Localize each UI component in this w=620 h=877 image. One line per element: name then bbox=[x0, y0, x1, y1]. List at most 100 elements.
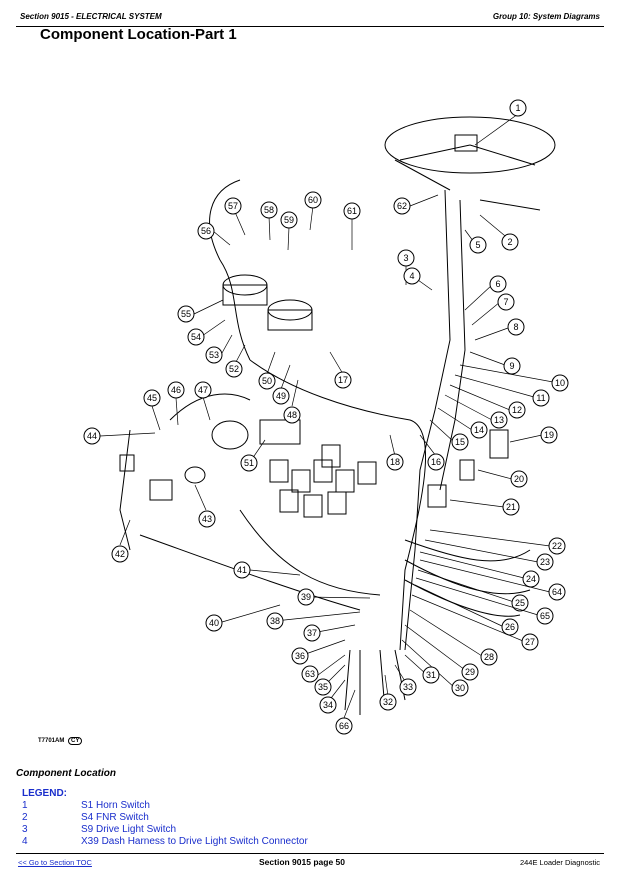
callout-1-label: 1 bbox=[515, 103, 520, 113]
callout-43 bbox=[198, 510, 216, 528]
callout-8 bbox=[507, 318, 525, 336]
callout-31 bbox=[422, 666, 440, 684]
callout-34-label: 34 bbox=[323, 700, 333, 710]
callout-11-label: 11 bbox=[536, 393, 545, 403]
legend-num: 4 bbox=[22, 836, 28, 847]
legend-text: S1 Horn Switch bbox=[81, 800, 150, 811]
callout-32-label: 32 bbox=[383, 697, 393, 707]
callout-13-label: 13 bbox=[494, 415, 504, 425]
callout-29-label: 29 bbox=[465, 667, 475, 677]
legend-text: S9 Drive Light Switch bbox=[81, 824, 177, 835]
callout-6-label: 6 bbox=[495, 279, 500, 289]
section-heading: Component Location bbox=[16, 768, 116, 779]
callout-1 bbox=[509, 99, 527, 117]
callout-54 bbox=[187, 328, 205, 346]
steering-wheel bbox=[384, 116, 556, 174]
callout-31-label: 31 bbox=[426, 670, 436, 680]
callout-37 bbox=[303, 624, 321, 642]
callout-36-label: 36 bbox=[295, 651, 305, 661]
wiring-diagram: 1 2 3 4 5 6 7 8 9 10 11 12 13 14 15 16 1… bbox=[83, 99, 569, 735]
callout-46-label: 46 bbox=[171, 385, 181, 395]
callout-60-label: 60 bbox=[308, 195, 318, 205]
callout-23 bbox=[536, 553, 554, 571]
callout-51-label: 51 bbox=[244, 458, 254, 468]
callout-57-label: 57 bbox=[228, 201, 238, 211]
legend-num: 3 bbox=[22, 824, 28, 835]
callout-30 bbox=[451, 679, 469, 697]
callout-40 bbox=[205, 614, 223, 632]
callout-63 bbox=[301, 665, 319, 683]
callout-65 bbox=[536, 607, 554, 625]
callout-52-label: 52 bbox=[229, 364, 239, 374]
callout-12-label: 12 bbox=[512, 405, 522, 415]
callout-50-label: 50 bbox=[262, 376, 272, 386]
legend-num: 2 bbox=[22, 812, 28, 823]
callout-14 bbox=[470, 421, 488, 439]
callout-3 bbox=[397, 249, 415, 267]
page-header: Section 9015 - ELECTRICAL SYSTEM Group 1… bbox=[16, 8, 604, 27]
callout-48 bbox=[283, 406, 301, 424]
callout-50 bbox=[258, 372, 276, 390]
callout-15 bbox=[451, 433, 469, 451]
callout-10 bbox=[551, 374, 569, 392]
callout-19-label: 19 bbox=[544, 430, 554, 440]
callout-56-label: 56 bbox=[201, 226, 211, 236]
callout-33-label: 33 bbox=[403, 682, 413, 692]
figure-badge: CY bbox=[68, 737, 83, 745]
footer-manual-title: 244E Loader Diagnostic bbox=[519, 858, 600, 867]
callout-58 bbox=[260, 201, 278, 219]
callout-58-label: 58 bbox=[264, 205, 274, 215]
callout-33 bbox=[399, 678, 417, 696]
callout-18 bbox=[386, 453, 404, 471]
callout-55 bbox=[177, 305, 195, 323]
callout-51 bbox=[240, 454, 258, 472]
callout-9-label: 9 bbox=[509, 361, 514, 371]
callout-49 bbox=[272, 387, 290, 405]
callout-28 bbox=[480, 648, 498, 666]
callout-21 bbox=[502, 498, 520, 516]
callout-8-label: 8 bbox=[513, 322, 518, 332]
callout-61 bbox=[343, 202, 361, 220]
callout-19 bbox=[540, 426, 558, 444]
callout-40-label: 40 bbox=[209, 618, 219, 628]
callout-62-label: 62 bbox=[397, 201, 407, 211]
legend-text: X39 Dash Harness to Drive Light Switch C… bbox=[81, 836, 308, 847]
header-group: Group 10: System Diagrams bbox=[492, 12, 600, 21]
callout-5 bbox=[469, 236, 487, 254]
figure-id: T7701AM CY bbox=[38, 737, 83, 745]
callout-66 bbox=[335, 717, 353, 735]
callout-26 bbox=[501, 618, 519, 636]
callout-17-label: 17 bbox=[338, 375, 348, 385]
callout-15-label: 15 bbox=[455, 437, 465, 447]
callout-41-label: 41 bbox=[237, 565, 247, 575]
callout-30-label: 30 bbox=[455, 683, 465, 693]
callout-59 bbox=[280, 211, 298, 229]
callout-38-label: 38 bbox=[270, 616, 280, 626]
callout-42 bbox=[111, 545, 129, 563]
callout-48-label: 48 bbox=[287, 410, 297, 420]
callout-5-label: 5 bbox=[475, 240, 480, 250]
legend-text: S4 FNR Switch bbox=[81, 812, 149, 823]
footer-page-number: Section 9015 page 50 bbox=[259, 857, 345, 867]
callout-21-label: 21 bbox=[506, 502, 516, 512]
callout-45 bbox=[143, 389, 161, 407]
section-toc-link[interactable]: << Go to Section TOC bbox=[18, 858, 92, 867]
callout-59-label: 59 bbox=[284, 215, 294, 225]
callout-3-label: 3 bbox=[403, 253, 408, 263]
callout-47 bbox=[194, 381, 212, 399]
callout-64-label: 64 bbox=[552, 587, 562, 597]
callout-24-label: 24 bbox=[526, 574, 536, 584]
callout-28-label: 28 bbox=[484, 652, 494, 662]
callout-12 bbox=[508, 401, 526, 419]
callout-36 bbox=[291, 647, 309, 665]
callout-32 bbox=[379, 693, 397, 711]
callout-35 bbox=[314, 678, 332, 696]
figure-id-text: T7701AM bbox=[38, 738, 65, 744]
callout-55-label: 55 bbox=[181, 309, 191, 319]
callout-56 bbox=[197, 222, 215, 240]
callout-25-label: 25 bbox=[515, 598, 525, 608]
relay-cluster bbox=[269, 444, 377, 518]
callout-4-label: 4 bbox=[409, 271, 414, 281]
callout-23-label: 23 bbox=[540, 557, 550, 567]
callout-53 bbox=[205, 346, 223, 364]
